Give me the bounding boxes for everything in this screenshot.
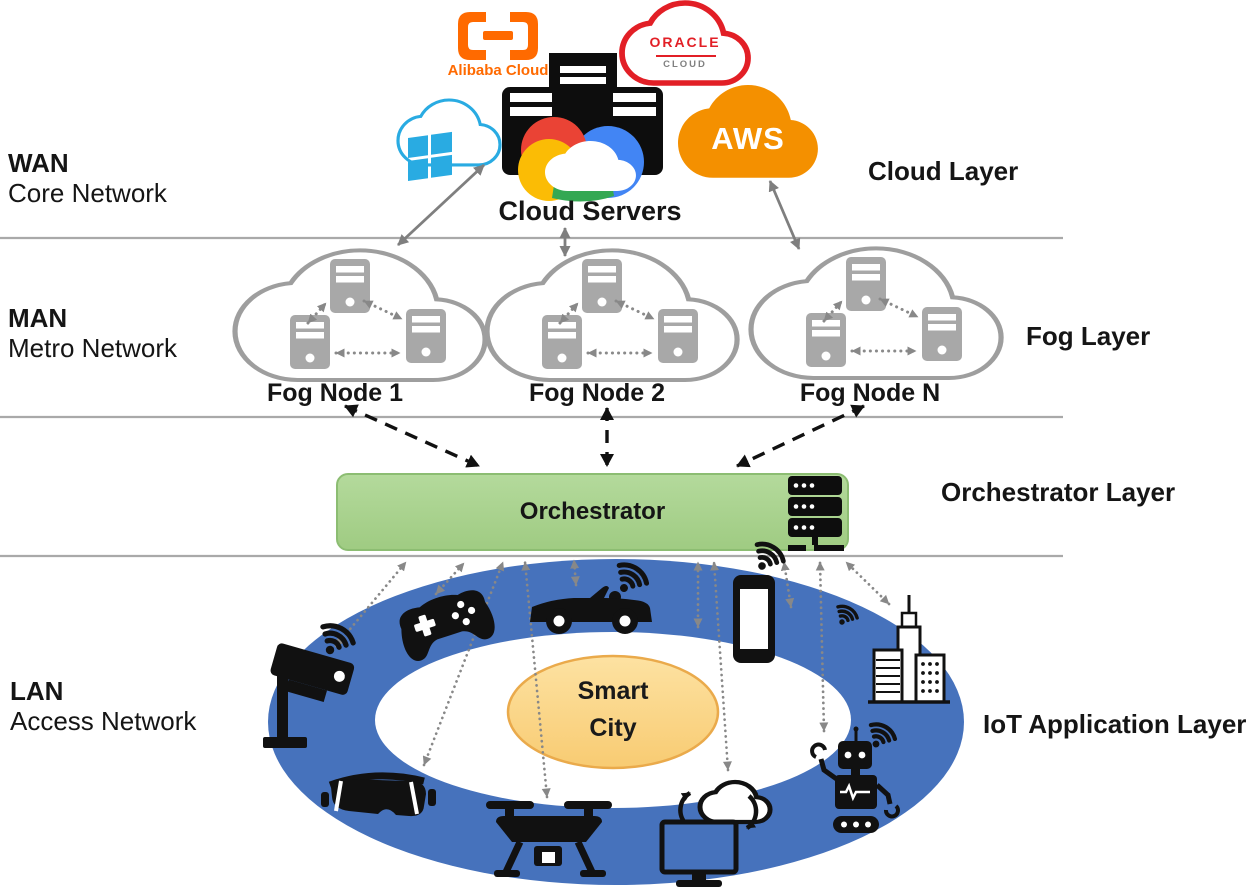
oracle-divider (656, 55, 716, 57)
wan-layer-label: WAN Core Network (8, 148, 167, 208)
server-rack-icon (788, 476, 844, 551)
robot-icon (810, 720, 898, 833)
layer-separator-lines (0, 236, 1063, 558)
fog-layer-label: Fog Layer (1026, 321, 1151, 351)
smartphone-icon (733, 539, 787, 663)
alibaba-cloud-icon (458, 12, 538, 60)
google-cloud-icon (518, 117, 644, 202)
fog-node-1-label: Fog Node 1 (266, 379, 404, 407)
wan-network-name: Core Network (8, 178, 167, 208)
man-layer-label: MAN Metro Network (8, 303, 177, 363)
man-acronym: MAN (8, 303, 68, 333)
cloud-connected-computer-icon (659, 782, 770, 887)
wan-acronym: WAN (8, 148, 69, 178)
vr-goggles-icon (321, 772, 436, 817)
fog-orchestrator-links (344, 404, 865, 468)
alibaba-cloud-label: Alibaba Cloud (447, 62, 549, 79)
iot-application-layer-label: IoT Application Layer (983, 709, 1247, 739)
fog-node-n-label: Fog Node N (799, 379, 941, 407)
fog-node-2-label: Fog Node 2 (528, 379, 666, 407)
lan-network-name: Access Network (10, 706, 197, 736)
security-camera-icon (263, 621, 356, 748)
fog-node-1-cloud (235, 250, 485, 380)
azure-cloud-icon (398, 100, 500, 181)
smart-city-line1: Smart (577, 677, 649, 705)
lan-acronym: LAN (10, 676, 64, 706)
aws-label: AWS (711, 121, 785, 156)
monitor-icon (659, 819, 739, 875)
orchestrator-layer-label: Orchestrator Layer (941, 477, 1176, 507)
oracle-cloud-sublabel: CLOUD (663, 59, 707, 70)
orchestrator-bar (336, 473, 849, 551)
cloud-fog-links (397, 163, 801, 257)
game-controller-icon (399, 590, 495, 661)
drone-icon (486, 801, 612, 877)
smart-city-label: Smart City (533, 673, 693, 747)
orchestrator-label: Orchestrator (519, 498, 666, 525)
connected-car-icon (530, 560, 652, 634)
man-network-name: Metro Network (8, 333, 178, 363)
cloud-servers-caption: Cloud Servers (498, 196, 682, 226)
smart-city-line2: City (589, 714, 637, 742)
cloud-layer-label: Cloud Layer (868, 156, 1019, 186)
fog-node-2-cloud (487, 250, 737, 380)
fog-node-n-cloud (751, 248, 1001, 378)
smart-city-buildings-icon (829, 595, 950, 704)
lan-layer-label: LAN Access Network (10, 676, 196, 736)
oracle-label: ORACLE (649, 34, 721, 50)
sync-arrow-down (745, 794, 759, 830)
